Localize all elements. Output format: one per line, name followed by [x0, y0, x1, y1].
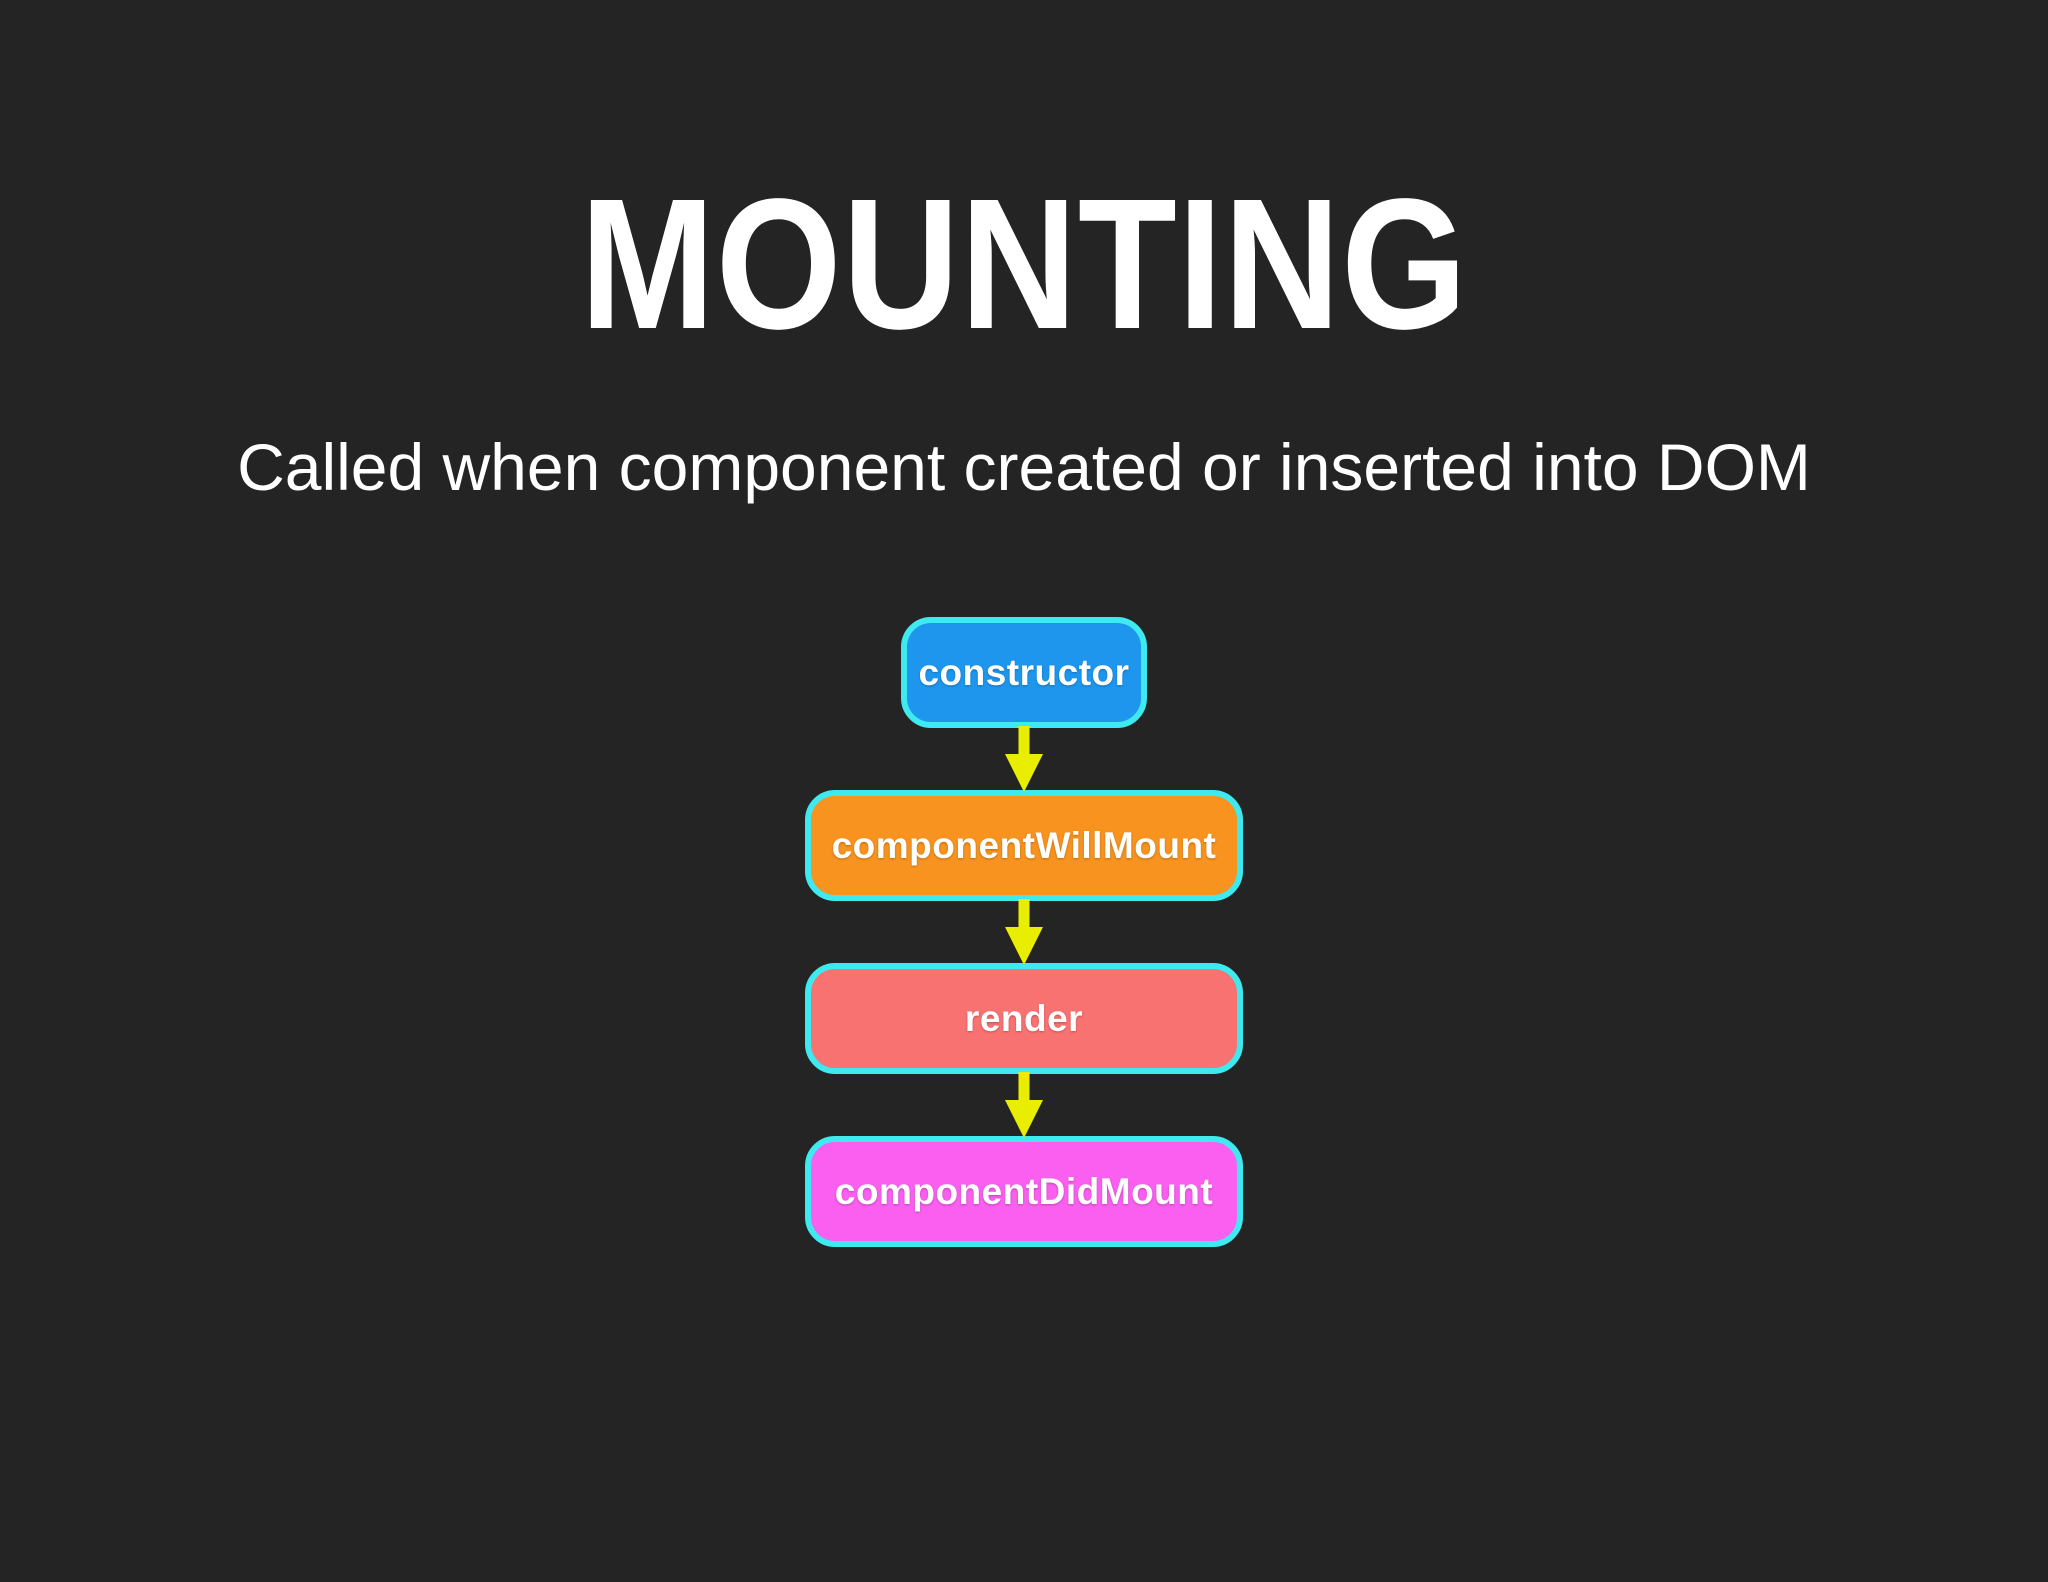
flow-node-label: componentDidMount: [834, 1170, 1214, 1212]
slide-title: MOUNTING: [580, 161, 1468, 368]
slide-subtitle: Called when component created or inserte…: [237, 430, 1811, 504]
flow-node-component-will-mount: componentWillMount: [805, 790, 1243, 901]
flow-node-label: componentWillMount: [831, 824, 1217, 866]
down-arrow-icon: [1005, 728, 1043, 790]
flow-node-label: constructor: [918, 651, 1130, 693]
flow-node-component-did-mount: componentDidMount: [805, 1136, 1243, 1247]
flow-node-constructor: constructor: [901, 617, 1147, 728]
flow-node-label: render: [964, 997, 1084, 1039]
down-arrow-icon: [1005, 1074, 1043, 1136]
down-arrow-icon: [1005, 901, 1043, 963]
lifecycle-flowchart: constructor componentWillMount render co…: [805, 617, 1243, 1247]
flow-node-render: render: [805, 963, 1243, 1074]
